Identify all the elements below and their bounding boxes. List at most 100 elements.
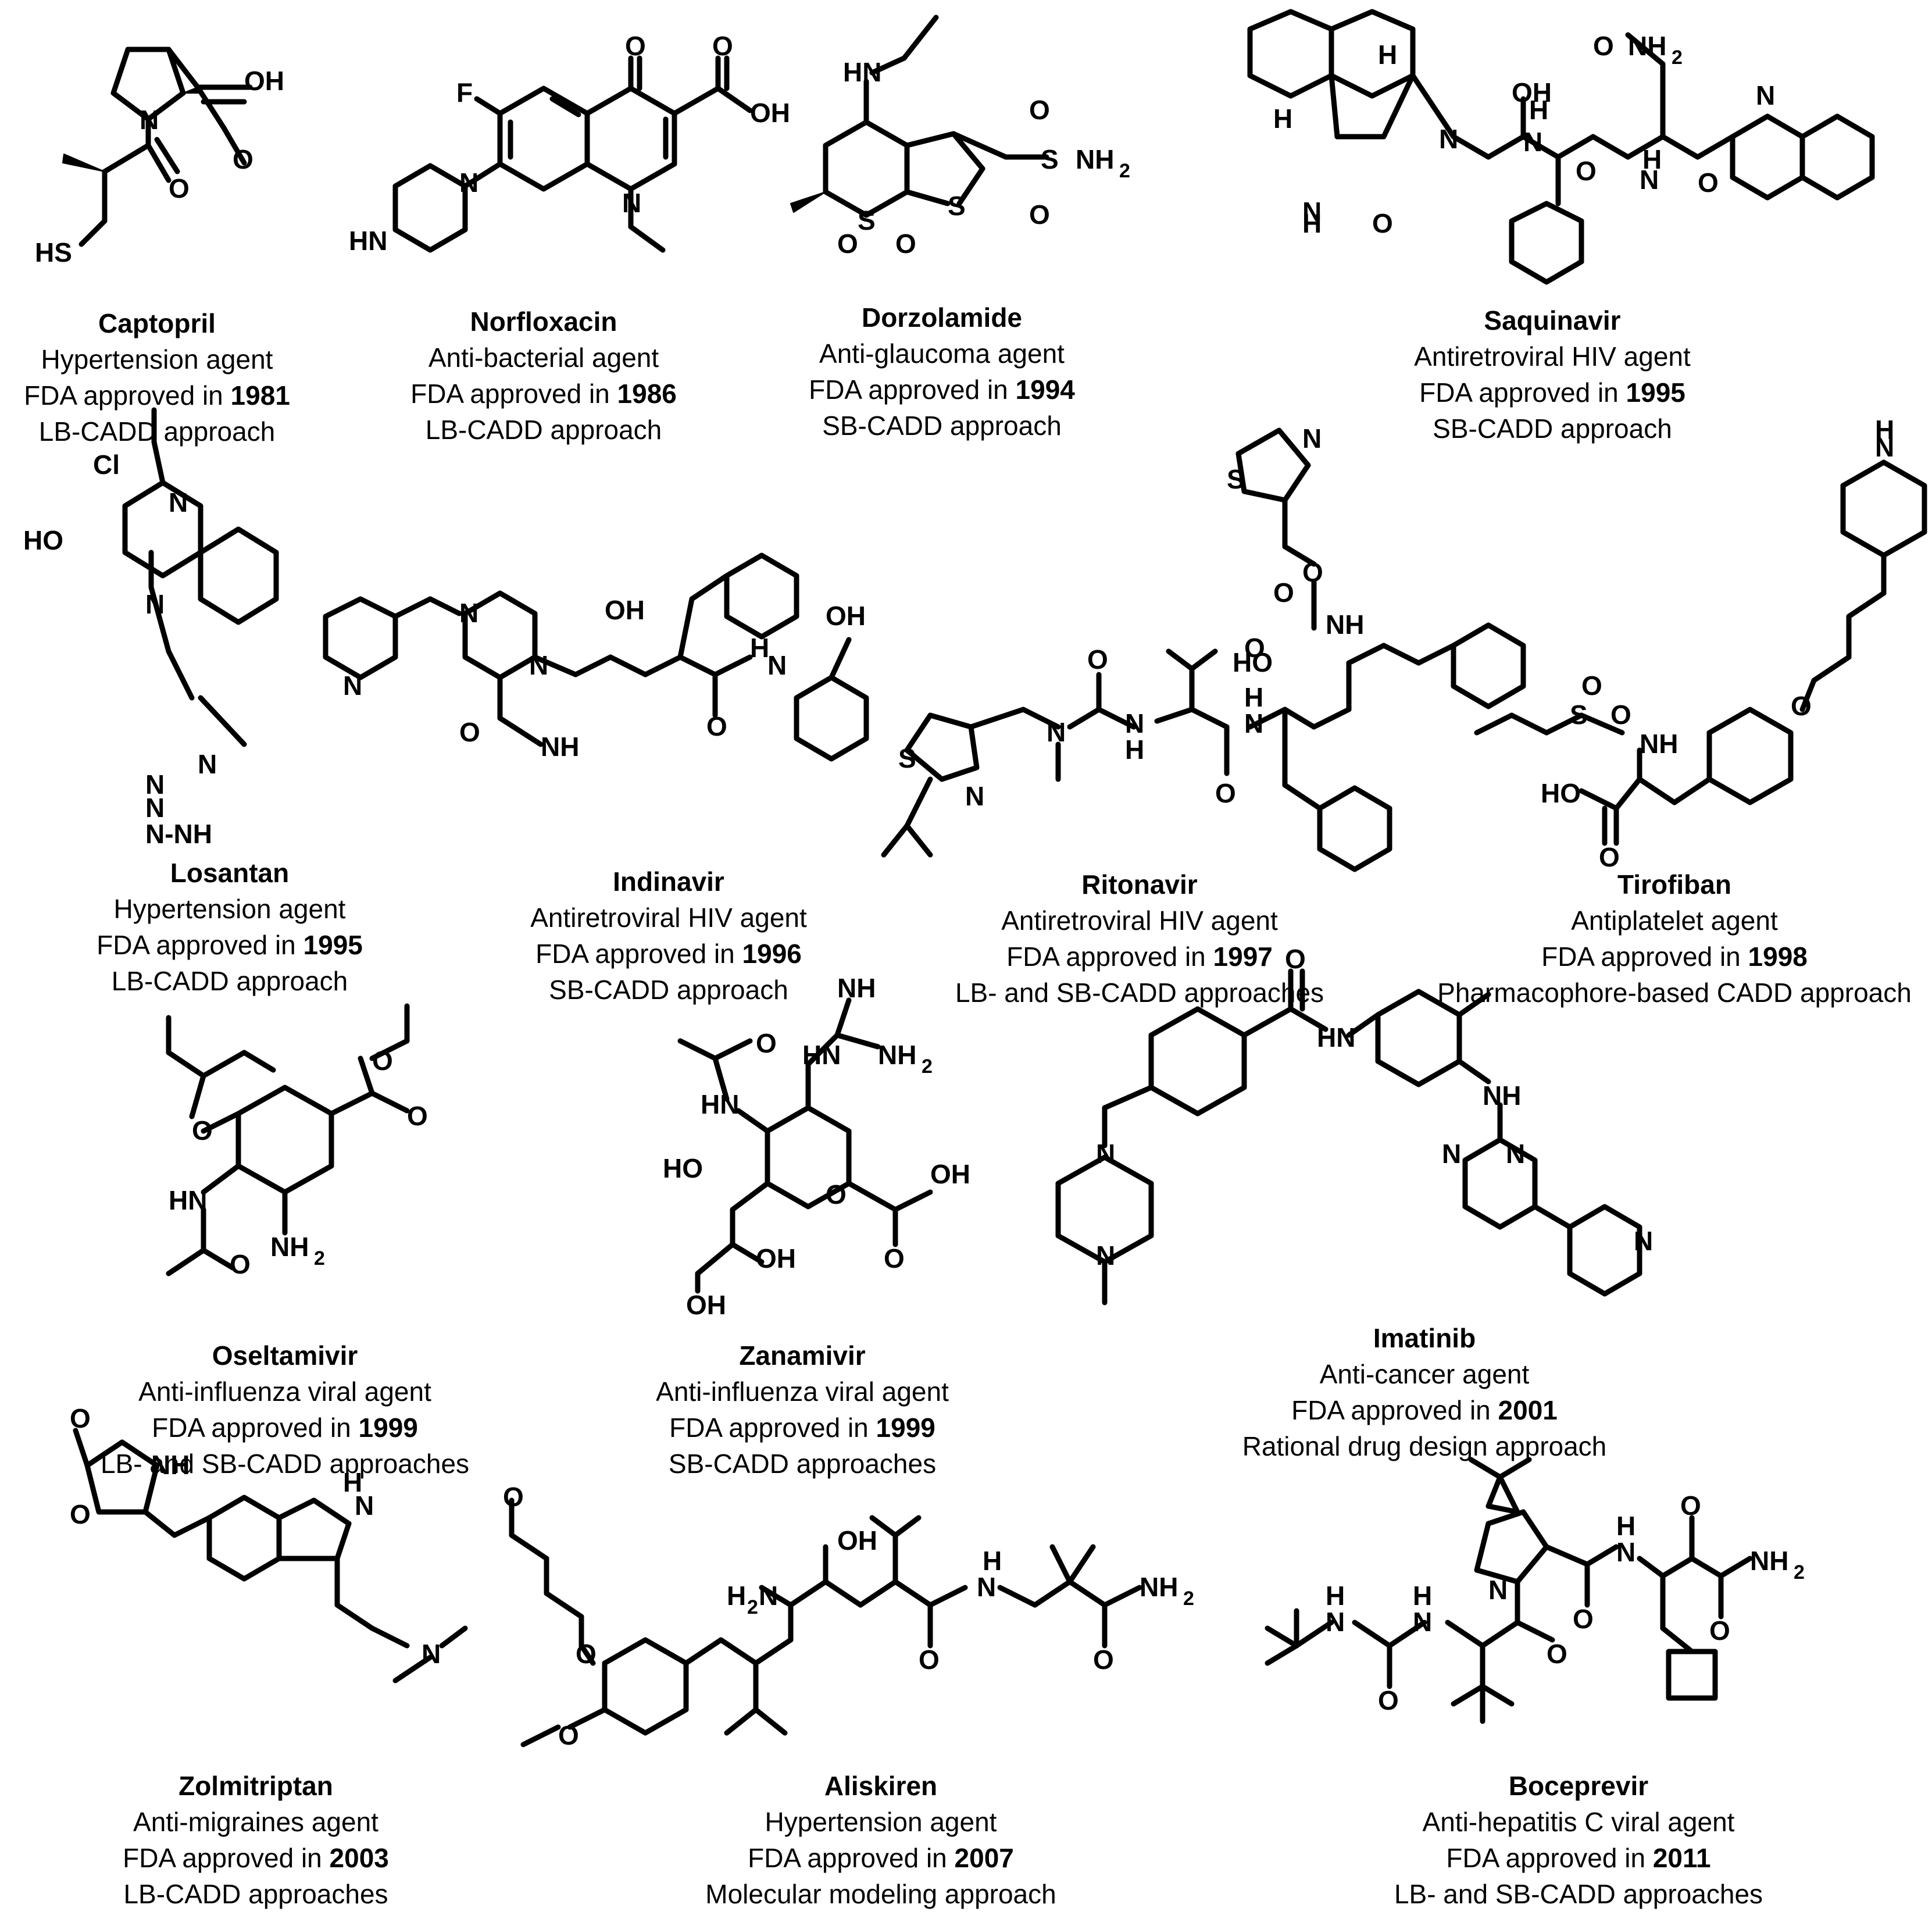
atom-n: N <box>145 769 165 800</box>
atom-s: S <box>858 205 876 236</box>
atom-subscript: 2 <box>1672 47 1683 69</box>
atom-n: N <box>622 188 641 218</box>
atom-o: O <box>1093 1645 1114 1675</box>
atom-o: O <box>1547 1639 1567 1669</box>
atom-nh2: NH <box>1750 1546 1788 1576</box>
atom-o: O <box>895 229 916 259</box>
atom-n: N <box>1244 708 1263 739</box>
atom-n-nh: N-NH <box>145 819 212 849</box>
atom-oh: OH <box>686 1290 726 1320</box>
compound-use: Anti-migraines agent <box>133 1807 378 1837</box>
atom-o: O <box>459 717 480 747</box>
atom-hn: HN <box>843 57 881 87</box>
atom-n: N <box>1302 423 1322 454</box>
caption-saquinavir: Saquinavir Antiretroviral HIV agent FDA … <box>1414 302 1691 447</box>
atom-subscript: 2 <box>1794 1561 1805 1583</box>
compound-approach: LB- and SB-CADD approaches <box>1394 1879 1763 1909</box>
compound-name: Tirofiban <box>1617 869 1731 900</box>
atom-h: H <box>750 633 769 663</box>
compound-use: Hypertension agent <box>41 344 273 374</box>
atom-oh: OH <box>1512 77 1552 108</box>
compound-name: Oseltamivir <box>212 1340 358 1371</box>
atom-n: N <box>145 589 165 619</box>
atom-subscript: 2 <box>1183 1588 1194 1610</box>
compound-name: Indinavir <box>613 866 724 897</box>
atom-subscript: 2 <box>1119 160 1130 182</box>
atom-o: O <box>837 229 858 259</box>
caption-imatinib: Imatinib Anti-cancer agent FDA approved … <box>1242 1320 1607 1464</box>
structure-saquinavir: H H N OH H N O O NH 2 H N O N H N O <box>1247 9 1875 285</box>
atom-cl: Cl <box>93 450 120 480</box>
atom-ho: HO <box>1233 647 1273 677</box>
compound-name: Norfloxacin <box>470 306 617 337</box>
atom-n: N <box>1326 1607 1345 1637</box>
atom-f: F <box>456 77 473 108</box>
atom-o: O <box>1791 691 1812 721</box>
atom-n: N <box>1413 1607 1432 1637</box>
atom-n: N <box>1096 1240 1115 1271</box>
caption-oseltamivir: Oseltamivir Anti-influenza viral agent F… <box>101 1338 469 1482</box>
atom-o: O <box>1378 1685 1399 1715</box>
atom-ho: HO <box>1541 778 1581 808</box>
atom-h: H <box>1529 95 1548 125</box>
compound-use: Anti-bacterial agent <box>428 343 659 373</box>
compound-approach: SB-CADD approach <box>1433 413 1672 444</box>
atom-oh: OH <box>837 1525 877 1556</box>
atom-n: N <box>140 105 159 135</box>
atom-n: N <box>767 650 787 680</box>
compound-approval: FDA approved in 1997 <box>1006 941 1273 972</box>
atom-n: N <box>1125 708 1144 739</box>
atom-o: O <box>407 1101 428 1131</box>
atom-hn: HN <box>169 1185 207 1215</box>
atom-o: O <box>712 31 733 61</box>
compound-approval: FDA approved in 1995 <box>1419 377 1685 408</box>
structure-indinavir: N N N O NH OH O H N OH <box>323 552 869 762</box>
caption-dorzolamide: Dorzolamide Anti-glaucoma agent FDA appr… <box>809 299 1075 444</box>
atom-oh: OH <box>244 66 284 96</box>
atom-n: N <box>422 1639 441 1669</box>
atom-h2n: H <box>727 1581 746 1611</box>
atom-o: O <box>169 173 190 204</box>
atom-o: O <box>1285 944 1306 974</box>
atom-o: O <box>1029 199 1050 230</box>
atom-nh2: NH <box>1140 1572 1178 1602</box>
atom-n: N <box>1302 197 1322 227</box>
atom-oh: OH <box>930 1159 970 1189</box>
atom-oh: OH <box>756 1243 796 1274</box>
atom-hn: HN <box>1317 1022 1355 1053</box>
caption-zolmitriptan: Zolmitriptan Anti-migraines agent FDA ap… <box>123 1768 389 1912</box>
atom-o: O <box>192 1115 213 1146</box>
structure-imatinib: O HN NH N N N N N <box>1055 944 1653 1306</box>
compound-approach: Pharmacophore-based CADD approach <box>1437 978 1912 1008</box>
atom-n: N <box>459 598 478 628</box>
atom-o: O <box>884 1243 905 1274</box>
atom-o: O <box>1029 95 1050 125</box>
atom-h: H <box>1125 734 1144 765</box>
compound-name: Losantan <box>170 858 290 888</box>
atom-h: H <box>1273 104 1292 134</box>
atom-n: N <box>355 1490 374 1521</box>
atom-hn: HN <box>802 1040 841 1070</box>
compound-approach: LB-CADD approach <box>425 415 662 445</box>
caption-boceprevir: Boceprevir Anti-hepatitis C viral agent … <box>1394 1768 1763 1912</box>
atom-oh: OH <box>750 98 790 128</box>
atom-s: S <box>898 743 916 773</box>
atom-ho: HO <box>663 1153 703 1183</box>
atom-oh: OH <box>826 601 866 631</box>
atom-n: N <box>1506 1139 1525 1169</box>
compound-approval: FDA approved in 1995 <box>97 930 363 960</box>
atom-o: O <box>1273 577 1294 608</box>
atom-s: S <box>1041 144 1059 174</box>
atom-h: H <box>1875 415 1894 445</box>
compound-use: Antiretroviral HIV agent <box>530 903 807 933</box>
atom-o: O <box>233 144 253 174</box>
atom-o: O <box>756 1028 777 1058</box>
compound-approach: LB-CADD approaches <box>123 1879 388 1909</box>
atom-o: O <box>1698 167 1719 198</box>
atom-nh2: NH <box>270 1232 309 1262</box>
compound-name: Zolmitriptan <box>178 1771 333 1801</box>
atom-n: N <box>759 1581 778 1611</box>
caption-losantan: Losantan Hypertension agent FDA approved… <box>97 855 363 999</box>
structure-zolmitriptan: O NH O H N N <box>70 1403 468 1684</box>
compound-name: Imatinib <box>1373 1323 1476 1353</box>
